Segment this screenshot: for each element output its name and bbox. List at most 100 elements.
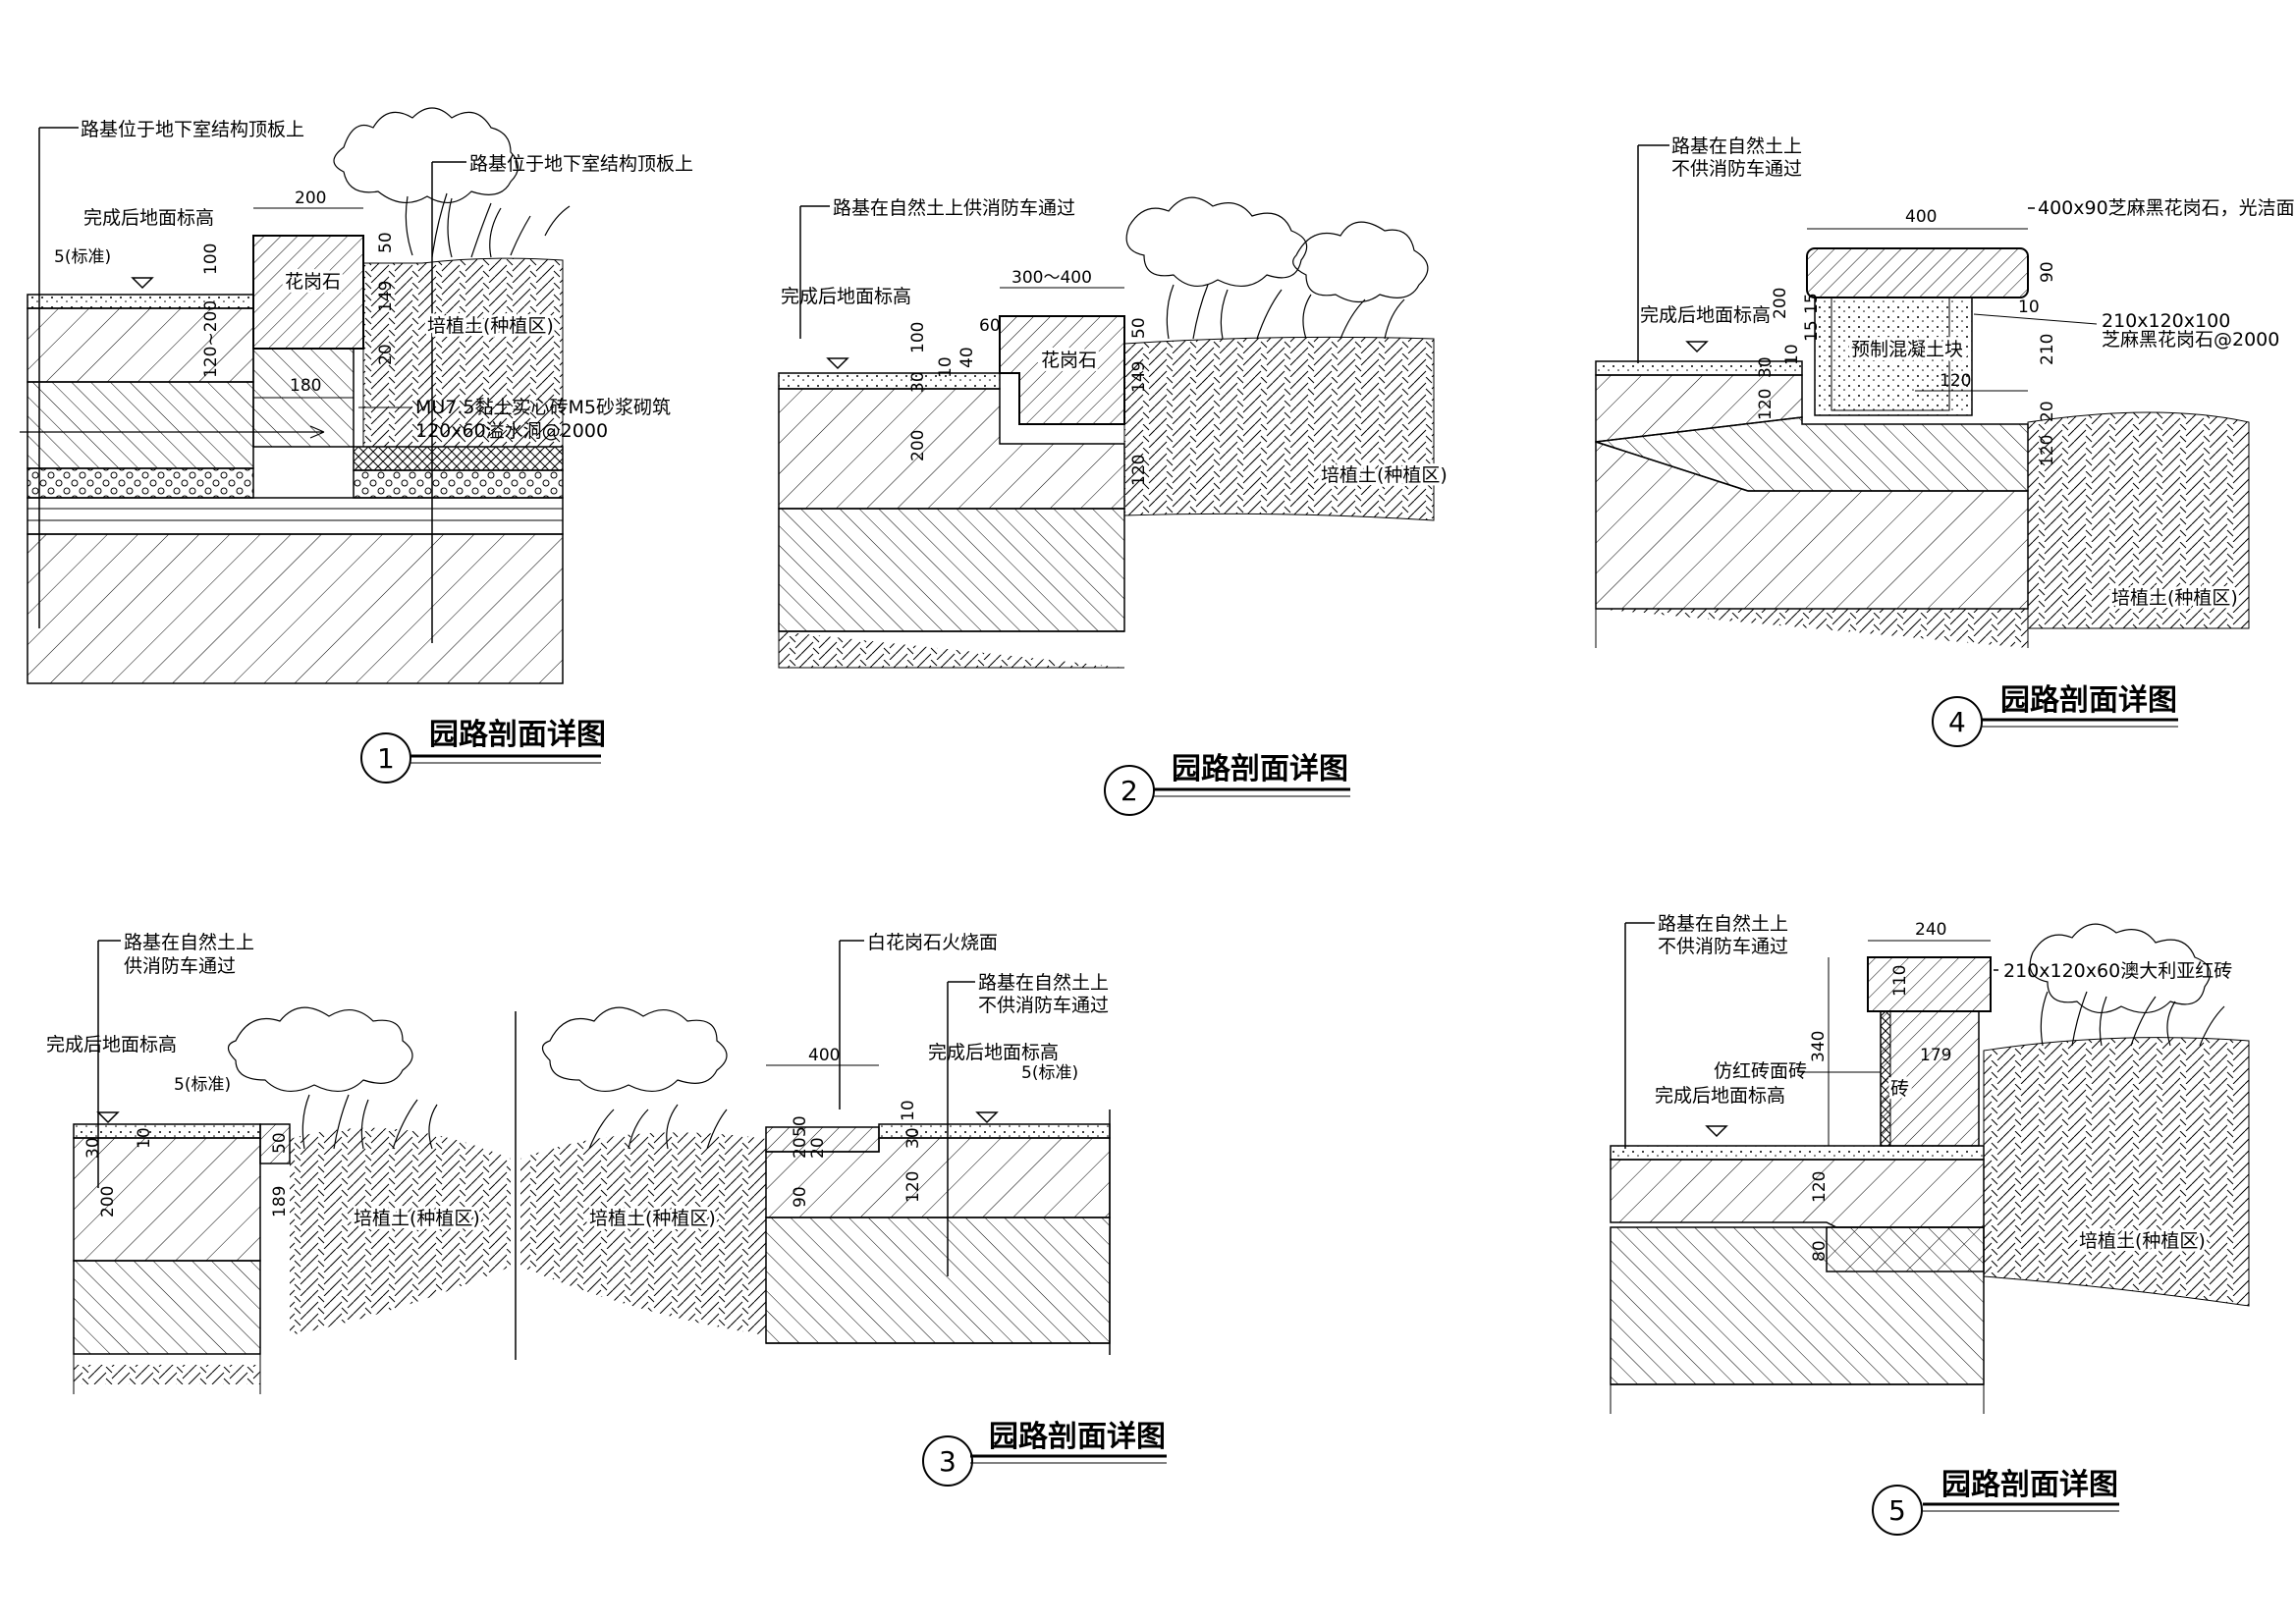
dim-3-189: 189 bbox=[270, 1186, 290, 1217]
dim-2-10: 10 bbox=[936, 356, 956, 378]
note-subgrade-4a: 路基在自然土上 bbox=[1671, 135, 1802, 157]
note-standard-1: 5(标准) bbox=[54, 247, 111, 267]
dim-3-90: 90 bbox=[791, 1186, 810, 1208]
dim-3-30b: 30 bbox=[903, 1127, 923, 1149]
dim-3-200: 200 bbox=[98, 1186, 118, 1217]
note-stone-3: 白花岗石火烧面 bbox=[867, 932, 998, 953]
section-drawing-3: 路基在自然土上 供消防车通过 完成后地面标高 5(标准) 培植土(种植区) 培植… bbox=[46, 932, 1167, 1487]
drawing-number-circle-3 bbox=[922, 1435, 973, 1487]
dim-2-149: 149 bbox=[1129, 361, 1149, 393]
dim-5-179: 179 bbox=[1920, 1046, 1951, 1065]
note-subgrade-1b: 路基位于地下室结构顶板上 bbox=[469, 153, 693, 175]
dim-4-210: 210 bbox=[2038, 334, 2057, 365]
granite-label-1: 花岗石 bbox=[285, 271, 341, 293]
note-weep-hole-1: 120x60溢水洞@2000 bbox=[415, 420, 608, 442]
dim-3-20: 20 bbox=[791, 1137, 810, 1159]
dim-1-180: 180 bbox=[290, 376, 321, 396]
note-subgrade-3d: 不供消防车通过 bbox=[978, 995, 1109, 1016]
dim-5-340: 340 bbox=[1809, 1031, 1829, 1062]
dim-1-100: 100 bbox=[201, 243, 221, 275]
dim-5-120: 120 bbox=[1810, 1171, 1830, 1203]
dim-2-50: 50 bbox=[1129, 317, 1149, 339]
note-brick-wall-1: MU7.5黏土实心砖M5砂浆砌筑 bbox=[415, 397, 671, 418]
drawing-number-circle-5 bbox=[1872, 1485, 1923, 1536]
note-subgrade-1a: 路基位于地下室结构顶板上 bbox=[81, 119, 304, 140]
dim-2-60: 60 bbox=[979, 316, 1001, 336]
note-subgrade-3b: 供消防车通过 bbox=[124, 955, 236, 977]
planting-soil-3a: 培植土(种植区) bbox=[354, 1208, 480, 1229]
planting-soil-5: 培植土(种植区) bbox=[2079, 1230, 2206, 1252]
dim-3-400: 400 bbox=[808, 1046, 840, 1065]
dim-4-10b: 10 bbox=[1782, 344, 1802, 365]
note-edge-stone-4a: 210x120x100 bbox=[2102, 310, 2230, 332]
dim-3-120: 120 bbox=[903, 1171, 923, 1203]
dim-4-400: 400 bbox=[1905, 207, 1937, 227]
planting-soil-3b: 培植土(种植区) bbox=[589, 1208, 716, 1229]
note-finished-level-2: 完成后地面标高 bbox=[781, 286, 911, 307]
note-finished-level-3b: 完成后地面标高 bbox=[928, 1042, 1059, 1063]
drawing-number-1: 1 bbox=[377, 742, 395, 775]
dim-4-20: 20 bbox=[2038, 401, 2057, 422]
note-finished-level-1: 完成后地面标高 bbox=[83, 207, 214, 229]
note-cap-stone-4: 400x90芝麻黑花岗石，光洁面 bbox=[2038, 197, 2295, 219]
section-drawing-4: 路基在自然土上 不供消防车通过 完成后地面标高 预制混凝土块 培植土(种植区) … bbox=[1595, 135, 2295, 747]
dim-4-15a: 15 bbox=[1802, 293, 1822, 314]
note-edge-stone-4b: 芝麻黑花岗石@2000 bbox=[2102, 329, 2279, 351]
dim-1-50: 50 bbox=[376, 232, 396, 253]
dim-5-80: 80 bbox=[1810, 1240, 1830, 1262]
dim-4-200: 200 bbox=[1771, 288, 1790, 319]
drawing-title-4: 园路剖面详图 bbox=[2000, 683, 2177, 718]
note-subgrade-5a: 路基在自然土上 bbox=[1658, 913, 1788, 935]
note-subgrade-2: 路基在自然土上供消防车通过 bbox=[833, 197, 1075, 219]
dim-4-10: 10 bbox=[2018, 298, 2040, 317]
dim-2-200: 200 bbox=[908, 430, 928, 461]
dim-5-110: 110 bbox=[1890, 965, 1910, 997]
dim-2-300-400: 300～400 bbox=[1011, 268, 1092, 288]
dim-4-30: 30 bbox=[1756, 356, 1776, 378]
note-finished-level-4: 完成后地面标高 bbox=[1640, 304, 1771, 326]
section-drawing-5: 路基在自然土上 不供消防车通过 仿红砖面砖 完成后地面标高 砖 培植土(种植区)… bbox=[1610, 913, 2250, 1536]
drawing-number-5: 5 bbox=[1888, 1494, 1906, 1527]
dim-1-200: 200 bbox=[295, 189, 326, 208]
drawing-title-2: 园路剖面详图 bbox=[1172, 752, 1348, 786]
note-standard-3a: 5(标准) bbox=[174, 1075, 231, 1095]
dim-2-40: 40 bbox=[957, 347, 977, 368]
dim-2-30: 30 bbox=[908, 371, 928, 393]
note-subgrade-5b: 不供消防车通过 bbox=[1658, 936, 1788, 957]
drawing-number-circle-1 bbox=[360, 732, 411, 784]
granite-label-2: 花岗石 bbox=[1041, 350, 1097, 371]
dim-3-50: 50 bbox=[270, 1132, 290, 1154]
dim-4-15b: 15 bbox=[1802, 320, 1822, 342]
dim-4-120b: 120 bbox=[1940, 371, 1971, 391]
note-tile-5: 仿红砖面砖 bbox=[1714, 1060, 1807, 1082]
drawing-title-3: 园路剖面详图 bbox=[989, 1420, 1166, 1454]
dim-4-120c: 120 bbox=[2038, 435, 2057, 466]
note-finished-level-3a: 完成后地面标高 bbox=[46, 1034, 177, 1055]
note-subgrade-4b: 不供消防车通过 bbox=[1671, 158, 1802, 180]
drawing-number-2: 2 bbox=[1121, 775, 1138, 807]
dim-4-90: 90 bbox=[2038, 261, 2057, 283]
section-drawing-2: 路基在自然土上供消防车通过 完成后地面标高 花岗石 培植土(种植区) 300～4… bbox=[778, 196, 1450, 816]
dim-3-30: 30 bbox=[83, 1137, 103, 1159]
planting-soil-2: 培植土(种植区) bbox=[1321, 464, 1448, 486]
note-finished-level-5: 完成后地面标高 bbox=[1655, 1085, 1785, 1107]
dim-3-10b: 10 bbox=[899, 1100, 918, 1121]
drawing-title-5: 园路剖面详图 bbox=[1941, 1468, 2118, 1502]
dim-1-20: 20 bbox=[376, 344, 396, 365]
note-subgrade-3c: 路基在自然土上 bbox=[978, 972, 1109, 994]
dim-2-120: 120 bbox=[1129, 455, 1149, 486]
planting-soil-1: 培植土(种植区) bbox=[427, 315, 554, 337]
planting-soil-4: 培植土(种植区) bbox=[2111, 587, 2238, 609]
drawing-number-circle-4 bbox=[1932, 696, 1983, 747]
dim-2-100: 100 bbox=[908, 322, 928, 353]
dim-3-10: 10 bbox=[135, 1127, 154, 1149]
dim-3-50b: 50 bbox=[791, 1115, 810, 1137]
drawing-title-1: 园路剖面详图 bbox=[429, 718, 606, 752]
section-drawing-1: 路基位于地下室结构顶板上 路基位于地下室结构顶板上 完成后地面标高 5(标准) … bbox=[20, 107, 693, 784]
precast-label-4: 预制混凝土块 bbox=[1851, 339, 1963, 360]
dim-5-240: 240 bbox=[1915, 920, 1946, 940]
dim-1-120-200: 120~200 bbox=[201, 300, 221, 378]
drawing-number-3: 3 bbox=[939, 1445, 957, 1478]
note-brick-cap-5: 210x120x60澳大利亚红砖 bbox=[2003, 960, 2232, 982]
